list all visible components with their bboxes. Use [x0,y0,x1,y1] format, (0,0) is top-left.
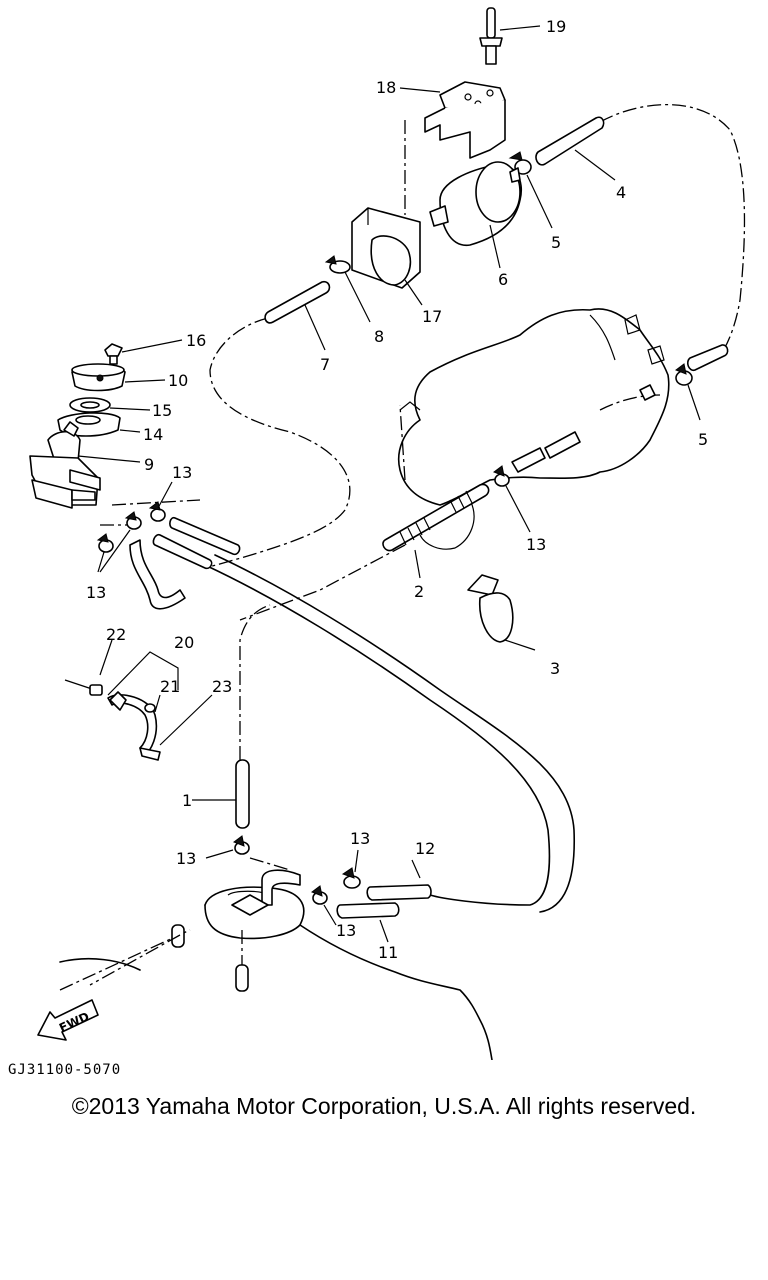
part-8-clamp [324,255,371,323]
copyright-notice: ©2013 Yamaha Motor Corporation, U.S.A. A… [71,1093,697,1119]
part-16-screw [104,339,183,365]
label-12: 12 [415,839,435,858]
label-15: 15 [152,401,172,420]
label-3: 3 [550,659,560,678]
part-7-hose [264,280,331,351]
label-10: 10 [168,371,188,390]
label-22: 22 [106,625,126,644]
label-20: 20 [174,633,194,652]
label-13-f: 13 [336,921,356,940]
label-16: 16 [186,331,206,350]
label-11: 11 [378,943,398,962]
label-2: 2 [414,582,424,601]
part-20-23-strap [64,639,213,761]
part-13-clamps [96,465,531,926]
label-7: 7 [320,355,330,374]
part-18-bracket [399,81,506,159]
label-21: 21 [160,677,180,696]
label-17: 17 [422,307,442,326]
part-19-rivet [479,7,541,65]
part-3-band [467,574,536,651]
small-hoses-left [129,516,241,610]
part-11-12-hoses [231,859,432,943]
part-10-cap [71,363,166,392]
label-19: 19 [546,17,566,36]
fwd-arrow: FWD [37,999,99,1041]
label-13-a: 13 [172,463,192,482]
label-23: 23 [212,677,232,696]
label-13-d: 13 [176,849,196,868]
label-4: 4 [616,183,626,202]
label-13-c: 13 [526,535,546,554]
part-1-hose [192,759,250,992]
part-5-clamp-lower [674,344,729,421]
label-6: 6 [498,270,508,289]
label-8: 8 [374,327,384,346]
diagram-code: GJ31100-5070 [8,1062,122,1078]
fuel-tank [59,886,493,1060]
label-13-b: 13 [86,583,106,602]
label-5-lower: 5 [698,430,708,449]
label-9: 9 [144,455,154,474]
part-labels: 19 18 4 5 6 17 8 7 16 10 15 14 9 13 13 5… [86,17,708,962]
fuel-system-parts-diagram: FWD [29,7,746,1060]
label-14: 14 [143,425,163,444]
label-5-upper: 5 [551,233,561,252]
routing-lines [89,104,746,986]
part-15-ring [69,397,151,413]
part-2-pipe [382,483,490,579]
label-18: 18 [376,78,396,97]
label-13-e: 13 [350,829,370,848]
part-17-holder [351,207,423,306]
engine-fittings [511,384,656,473]
label-1: 1 [182,791,192,810]
part-9-fuel-cock [29,421,141,509]
part-4-hose [535,116,616,181]
part-6-fuel-filter [429,161,522,269]
engine-block [398,308,670,550]
